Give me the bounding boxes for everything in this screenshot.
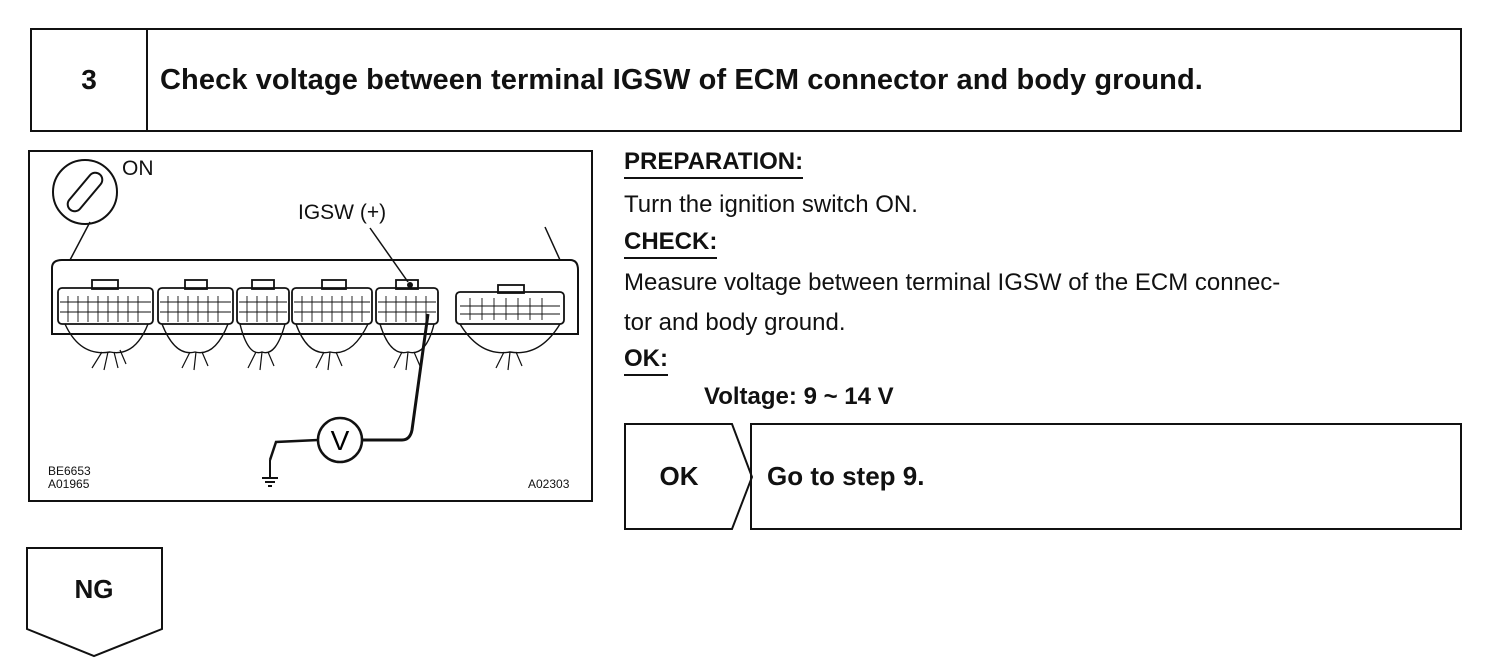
wiring-illustration: V ON IGSW (+) BE6653 A01965 A02303 — [28, 150, 593, 502]
voltmeter-symbol: V — [331, 425, 350, 456]
preparation-text: Turn the ignition switch ON. — [624, 191, 918, 218]
terminal-label: IGSW (+) — [298, 201, 387, 224]
ok-spec: Voltage: 9 ~ 14 V — [704, 383, 894, 410]
preparation-section: PREPARATION: — [624, 148, 1474, 179]
switch-state-label: ON — [122, 157, 154, 180]
ok-heading: OK: — [624, 345, 668, 376]
ok-section: OK: — [624, 345, 1474, 376]
check-heading: CHECK: — [624, 228, 718, 259]
check-text-line-2: tor and body ground. — [624, 309, 846, 336]
ng-arrow-icon — [26, 547, 163, 658]
voltmeter-icon: V — [268, 313, 430, 464]
figure-code-left-1: BE6653 — [48, 464, 91, 478]
check-text-line-1: Measure voltage between terminal IGSW of… — [624, 269, 1281, 296]
step-title: Check voltage between terminal IGSW of E… — [160, 63, 1203, 96]
ok-arrow-icon — [624, 423, 754, 530]
step-header: 3 Check voltage between terminal IGSW of… — [30, 28, 1462, 132]
ignition-key-icon — [52, 159, 118, 225]
ng-branch-label: NG — [74, 573, 114, 604]
ecm-connector-icon — [51, 221, 579, 371]
step-number: 3 — [32, 30, 148, 130]
ground-icon — [262, 460, 278, 487]
ok-branch-label: OK — [659, 461, 699, 491]
figure-code-left-2: A01965 — [48, 477, 90, 491]
ok-action-box: Go to step 9. — [750, 423, 1462, 530]
figure-code-right: A02303 — [528, 477, 570, 491]
check-section: CHECK: — [624, 228, 1474, 259]
illustration-drawing: V — [51, 159, 579, 487]
preparation-heading: PREPARATION: — [624, 148, 804, 179]
